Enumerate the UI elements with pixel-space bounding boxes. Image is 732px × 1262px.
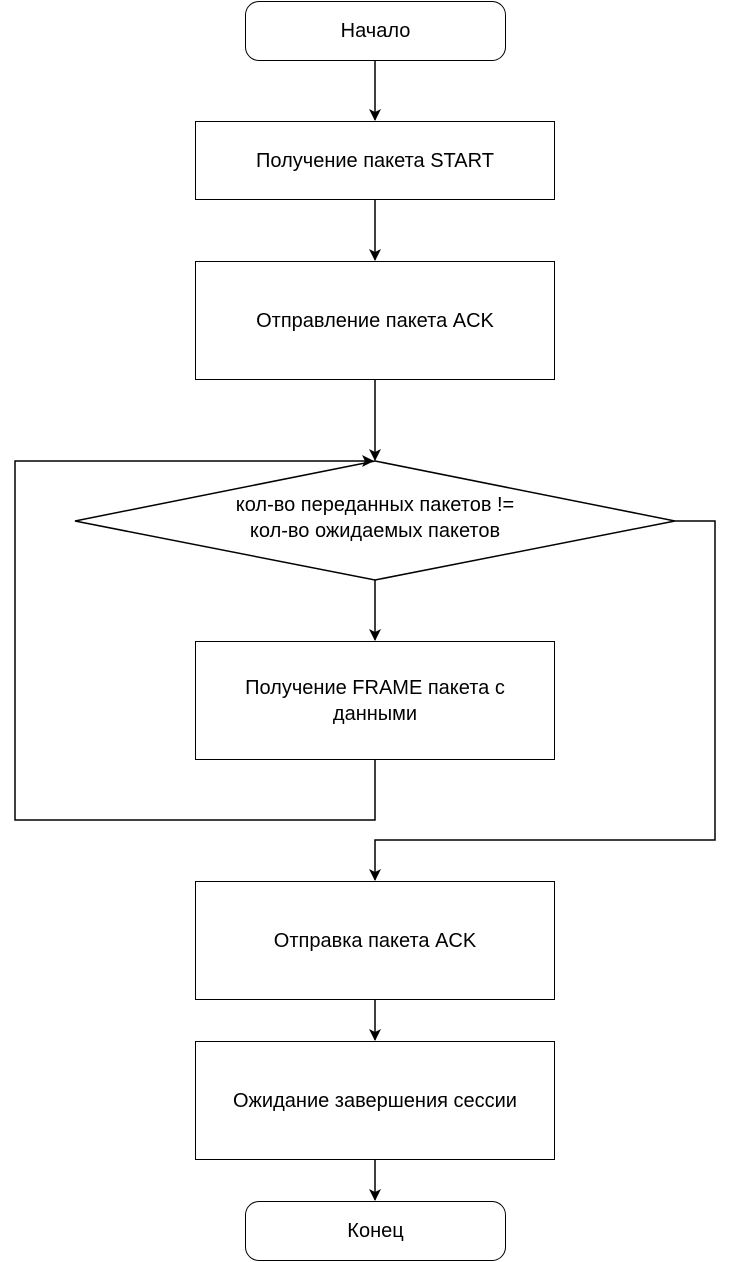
send-ack-final-node: Отправка пакета ACK — [195, 881, 555, 1000]
decision-label-line1: кол-во переданных пакетов != — [235, 494, 515, 516]
connector-decision-exit — [369, 520, 716, 881]
wait-session-end-node: Ожидание завершения сессии — [195, 1041, 555, 1160]
receive-start-node: Получение пакета START — [195, 121, 555, 200]
send-ack-final-label: Отправка пакета ACK — [273, 929, 477, 952]
receive-frame-node: Получение FRAME пакета с данными — [195, 641, 555, 760]
start-node: Начало — [245, 1, 506, 61]
connector-loop-back — [14, 455, 376, 821]
decision-label: кол-во переданных пакетов != кол-во ожид… — [175, 492, 575, 544]
send-ack-label: Отправление пакета ACK — [256, 309, 494, 332]
end-label: Конец — [347, 1220, 404, 1242]
end-node: Конец — [245, 1201, 506, 1261]
receive-frame-label: Получение FRAME пакета с данными — [245, 676, 505, 725]
receive-start-label: Получение пакета START — [256, 149, 494, 172]
send-ack-node: Отправление пакета ACK — [195, 261, 555, 380]
decision-label-line2: кол-во ожидаемых пакетов — [249, 520, 501, 542]
start-label: Начало — [340, 20, 411, 42]
wait-session-end-label: Ожидание завершения сессии — [233, 1089, 517, 1112]
